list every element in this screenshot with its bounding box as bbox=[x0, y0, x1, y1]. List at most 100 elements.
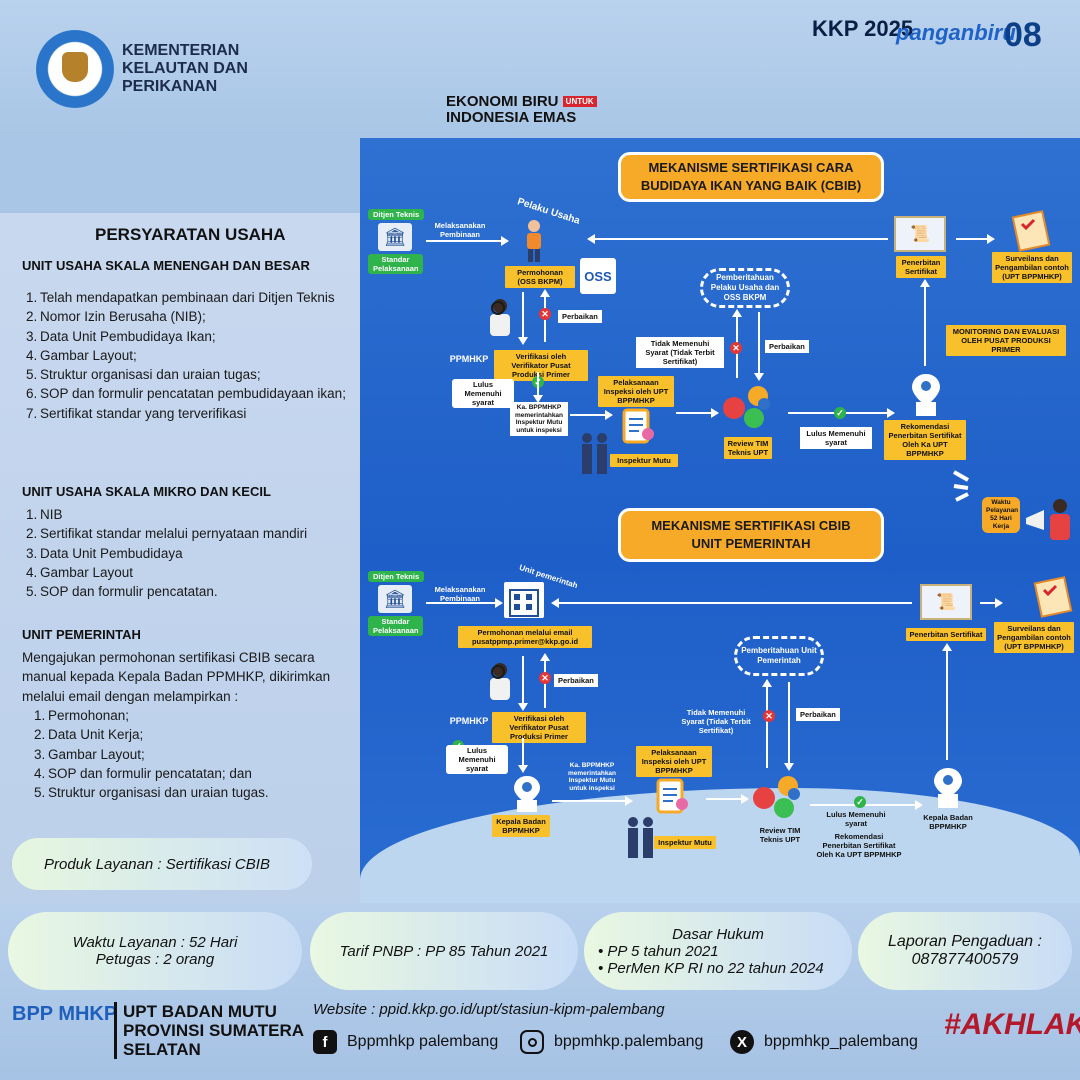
arrow bbox=[676, 408, 719, 418]
arrow bbox=[980, 598, 1003, 608]
flow2-rekomendasi: Rekomendasi Penerbitan Sertifikat Oleh K… bbox=[816, 832, 902, 859]
arrow bbox=[784, 682, 794, 771]
flow2-kepala: Kepala Badan BPPMHKP bbox=[492, 815, 550, 837]
list-item: 4.SOP dan formulir pencatatan; dan bbox=[34, 765, 252, 781]
dasar-hukum-pill: Dasar Hukum • PP 5 tahun 2021 • PerMen K… bbox=[584, 912, 852, 990]
bppmhkp-logo: BPP MHKP bbox=[12, 1003, 118, 1025]
flow2-title: MEKANISME SERTIFIKASI CBIB UNIT PEMERINT… bbox=[618, 508, 884, 562]
flow1-lulus: Lulus Memenuhi syarat bbox=[452, 379, 514, 408]
arrow bbox=[552, 796, 633, 806]
flow1-penerbitan: Penerbitan Sertifikat bbox=[896, 256, 946, 278]
flow2-lulus2: Lulus Memenuhi syarat bbox=[826, 810, 886, 828]
list-item: 2.Data Unit Kerja; bbox=[34, 727, 144, 743]
list-item: 6.SOP dan formulir pencatatan pembudiday… bbox=[26, 386, 346, 402]
location-building-icon bbox=[510, 774, 544, 814]
list-item: 1.Telah mendapatkan pembinaan dari Ditje… bbox=[26, 290, 335, 305]
arrow bbox=[426, 236, 509, 246]
econ-line1: EKONOMI BIRU bbox=[446, 93, 559, 110]
dasar-title: Dasar Hukum bbox=[672, 925, 764, 943]
flow2-surveilans: Surveilans dan Pengambilan contoh (UPT B… bbox=[994, 622, 1074, 653]
flow1-rekomendasi: Rekomendasi Penerbitan Sertifikat Oleh K… bbox=[884, 420, 966, 460]
list-item: 2.Nomor Izin Berusaha (NIB); bbox=[26, 309, 206, 325]
flow1-title-line: BUDIDAYA IKAN YANG BAIK (CBIB) bbox=[640, 178, 862, 193]
list-item: 3.Data Unit Pembudidaya bbox=[26, 545, 183, 561]
flow1-inspektur: Inspektur Mutu bbox=[610, 454, 678, 467]
list-item: 2.Sertifikat standar melalui pernyataan … bbox=[26, 526, 308, 542]
flow1-perbaikan2: Perbaikan bbox=[765, 340, 809, 353]
flow1-verifikasi: Verifikasi oleh Verifikator Pusat Produk… bbox=[494, 350, 588, 381]
ministry-line: KEMENTERIAN bbox=[122, 42, 240, 59]
tarif-text: Tarif PNBP : PP 85 Tahun 2021 bbox=[339, 942, 549, 960]
section2-list: 1.NIB 2.Sertifikat standar melalui perny… bbox=[26, 505, 356, 601]
upt-line: PROVINSI SUMATERA bbox=[123, 1021, 305, 1040]
megaphone-person-icon bbox=[1020, 496, 1076, 550]
flow1-surveilans: Surveilans dan Pengambilan contoh (UPT B… bbox=[992, 252, 1072, 283]
list-item: 5.Struktur organisasi dan uraian tugas. bbox=[34, 785, 269, 801]
section1-title: UNIT USAHA SKALA MENENGAH DAN BESAR bbox=[22, 258, 310, 273]
building-icon: 🏛 bbox=[378, 223, 412, 251]
flow1-ditjen-label: Ditjen Teknis bbox=[368, 209, 425, 220]
reject-icon: ✕ bbox=[763, 710, 775, 722]
flow1-permohonan: Permohonan (OSS BKPM) bbox=[505, 266, 575, 288]
certificate-icon: 📜 bbox=[894, 216, 946, 252]
office-building-icon bbox=[504, 582, 544, 618]
waktu-layanan-pill: Waktu Layanan : 52 Hari Petugas : 2 oran… bbox=[8, 912, 302, 990]
flow2-review: Review TIM Teknis UPT bbox=[759, 826, 801, 844]
petugas-text: Petugas : 2 orang bbox=[95, 951, 215, 968]
kkp-logo-icon bbox=[36, 30, 114, 108]
x-icon: X bbox=[730, 1030, 754, 1054]
arrow bbox=[920, 279, 930, 366]
flow2-perbaikan2: Perbaikan bbox=[796, 708, 840, 721]
list-item: 5.SOP dan formulir pencatatan. bbox=[26, 584, 218, 600]
flow2-verifikasi: Verifikasi oleh Verifikator Pusat Produk… bbox=[492, 712, 586, 743]
requirements-title: PERSYARATAN USAHA bbox=[95, 225, 286, 244]
ministry-name: KEMENTERIAN KELAUTAN DAN PERIKANAN bbox=[122, 42, 248, 96]
flow2-perbaikan1: Perbaikan bbox=[554, 674, 598, 687]
flow1-pelaksanaan: Pelaksanaan Inspeksi oleh UPT BPPMHKP bbox=[598, 376, 674, 407]
flow2-penerbitan: Penerbitan Sertifikat bbox=[906, 628, 986, 641]
kkp-2025-logo: KKP 2025 bbox=[812, 16, 914, 41]
produk-layanan-pill: Produk Layanan : Sertifikasi CBIB bbox=[12, 838, 312, 890]
facebook-link[interactable]: f Bppmhkp palembang bbox=[313, 1030, 498, 1054]
upt-name: UPT BADAN MUTU PROVINSI SUMATERA SELATAN bbox=[114, 1002, 304, 1059]
laporan-phone[interactable]: 087877400579 bbox=[911, 951, 1019, 968]
tarif-pill: Tarif PNBP : PP 85 Tahun 2021 bbox=[310, 912, 578, 990]
waktu-text: Waktu Layanan : 52 Hari bbox=[72, 934, 238, 951]
check-icon: ✓ bbox=[854, 796, 866, 808]
upt-line: SELATAN bbox=[123, 1040, 201, 1059]
dasar-item: • PP 5 tahun 2021 bbox=[598, 942, 719, 960]
website-link[interactable]: Website : ppid.kkp.go.id/upt/stasiun-kip… bbox=[313, 1001, 665, 1018]
upt-line: UPT BADAN MUTU bbox=[123, 1002, 277, 1021]
laporan-title: Laporan Pengaduan : bbox=[888, 933, 1042, 950]
section3-intro: Mengajukan permohonan sertifikasi CBIB s… bbox=[22, 650, 331, 704]
flow2-title-line: MEKANISME SERTIFIKASI CBIB bbox=[651, 518, 851, 533]
flow2-title-line: UNIT PEMERINTAH bbox=[691, 536, 811, 551]
x-handle: bppmhkp_palembang bbox=[764, 1033, 918, 1050]
x-link[interactable]: X bppmhkp_palembang bbox=[730, 1030, 918, 1054]
akhlak-text: #AKHLAK bbox=[944, 1008, 1080, 1041]
header bbox=[0, 0, 1080, 140]
econ-tag: UNTUK bbox=[562, 96, 597, 107]
arrow bbox=[518, 738, 528, 773]
ppmhkp-logo-icon: PPMHKP bbox=[449, 354, 489, 364]
checklist-icon bbox=[1008, 210, 1056, 252]
flow1-melaksanakan: Melaksanakan Pembinaan bbox=[434, 221, 486, 239]
clipboard-icon bbox=[652, 776, 692, 816]
instagram-icon bbox=[520, 1030, 544, 1054]
flow2-pelaksanaan: Pelaksanaan Inspeksi oleh UPT BPPMHKP bbox=[636, 746, 712, 777]
checklist-icon bbox=[1030, 576, 1078, 618]
reject-icon: ✕ bbox=[730, 342, 742, 354]
list-item: 7.Sertifikat standar yang terverifikasi bbox=[26, 405, 247, 421]
ekonomi-biru-logo: EKONOMI BIRU UNTUK INDONESIA EMAS bbox=[446, 94, 597, 126]
list-item: 3.Gambar Layout; bbox=[34, 746, 145, 762]
list-item: 4.Gambar Layout bbox=[26, 564, 134, 580]
facebook-icon: f bbox=[313, 1030, 337, 1054]
arrow bbox=[754, 312, 764, 381]
instagram-link[interactable]: bppmhkp.palembang bbox=[520, 1030, 703, 1054]
list-item: 1.NIB bbox=[26, 507, 63, 522]
facebook-handle: Bppmhkp palembang bbox=[347, 1033, 499, 1050]
inspectors-icon bbox=[578, 430, 612, 476]
laporan-pill: Laporan Pengaduan : 087877400579 bbox=[858, 912, 1072, 990]
arrow bbox=[533, 372, 543, 403]
flow2-permohonan: Permohonan melalui email pusatppmp.prime… bbox=[458, 626, 592, 648]
